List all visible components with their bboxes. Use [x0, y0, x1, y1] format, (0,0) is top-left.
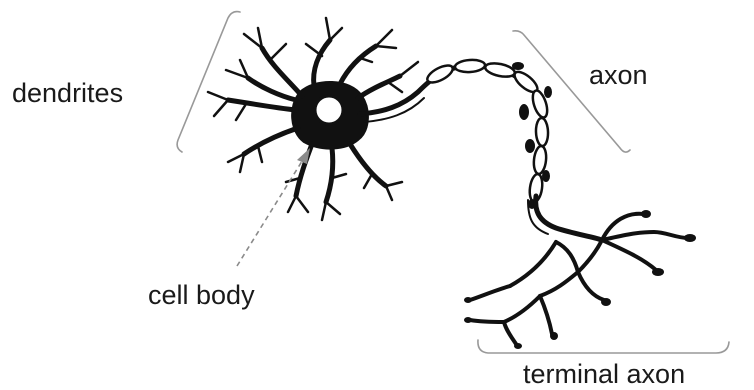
axon-label: axon	[589, 62, 648, 89]
myelin-sheath	[425, 59, 550, 203]
dendrites-bracket	[177, 12, 240, 152]
cell-body-label: cell body	[148, 282, 255, 309]
nucleus	[315, 96, 343, 124]
terminal-axon-label: terminal axon	[523, 361, 685, 388]
dendrites-label: dendrites	[12, 80, 123, 107]
cell-body-arrow	[237, 148, 310, 266]
